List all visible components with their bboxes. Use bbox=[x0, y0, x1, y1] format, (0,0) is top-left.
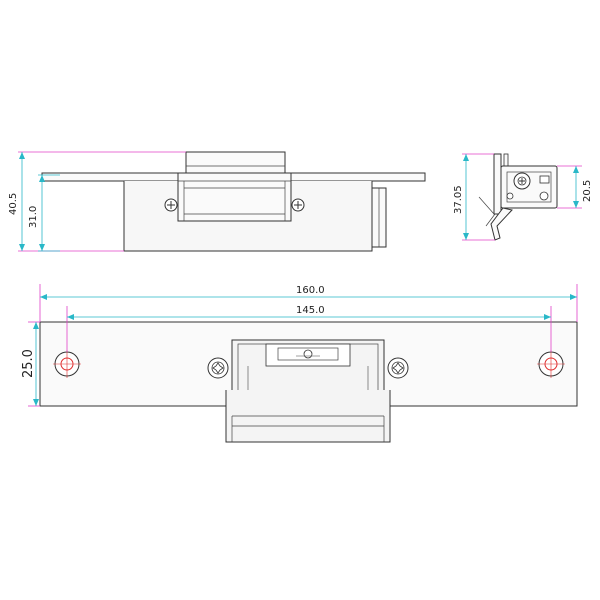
end-screw-icon bbox=[513, 172, 531, 190]
side-view: 40.5 31.0 bbox=[8, 151, 426, 252]
end-latch-lever bbox=[490, 207, 513, 241]
dim-plate-height-label: 25.0 bbox=[21, 349, 36, 378]
dim-plate-length: 160.0 bbox=[39, 284, 578, 322]
torx-screw-right-icon bbox=[387, 357, 409, 379]
mounting-hole-left-icon bbox=[53, 350, 81, 378]
torx-screw-left-icon bbox=[207, 357, 229, 379]
end-view: 37.05 20.5 bbox=[453, 153, 593, 241]
dim-end-partial-label: 20.5 bbox=[582, 180, 593, 202]
front-view: 160.0 145.0 25.0 bbox=[21, 284, 578, 443]
side-screw-right-icon bbox=[291, 198, 305, 212]
dim-side-body-label: 31.0 bbox=[28, 206, 39, 228]
dim-plate-height: 25.0 bbox=[21, 321, 40, 407]
latch-lower-body bbox=[225, 390, 391, 443]
dim-end-partial: 20.5 bbox=[557, 165, 593, 209]
dim-side-total-label: 40.5 bbox=[8, 193, 19, 215]
side-top-hump bbox=[185, 151, 286, 174]
dim-hole-spacing-label: 145.0 bbox=[296, 305, 325, 316]
dim-side-body: 31.0 bbox=[28, 174, 60, 252]
dim-end-total: 37.05 bbox=[453, 153, 495, 241]
dim-end-total-label: 37.05 bbox=[453, 185, 464, 214]
dim-hole-spacing: 145.0 bbox=[66, 305, 552, 352]
side-screw-left-icon bbox=[164, 198, 178, 212]
mounting-hole-right-icon bbox=[537, 350, 565, 378]
end-faceplate bbox=[493, 153, 502, 215]
dim-side-total: 40.5 bbox=[8, 151, 186, 252]
dim-plate-length-label: 160.0 bbox=[296, 285, 325, 296]
